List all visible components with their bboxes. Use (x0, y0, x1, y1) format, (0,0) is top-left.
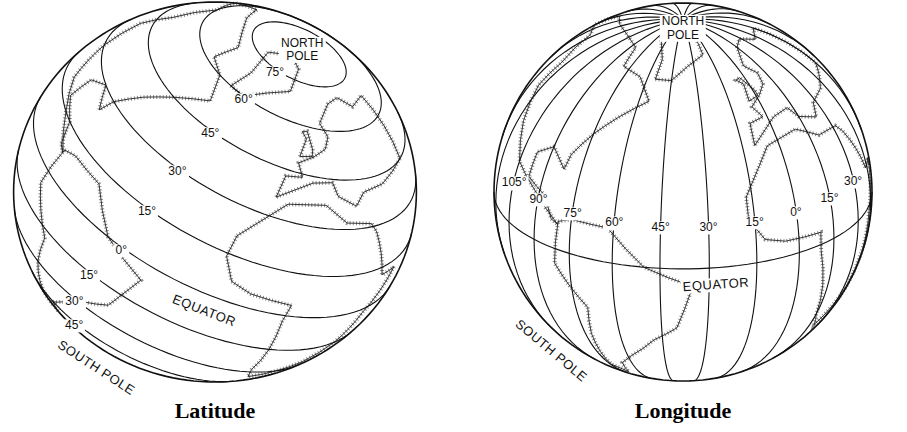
parallel-line (252, 22, 346, 87)
latitude-value: 15° (136, 206, 158, 219)
latitude-value: 75° (264, 66, 286, 79)
pole-label: NORTH POLE (660, 15, 706, 41)
coastline (61, 3, 257, 152)
meridian-line (683, 19, 799, 372)
parallel-line (62, 52, 411, 276)
latitude-value: 60° (233, 93, 255, 106)
coast-stipple (276, 95, 400, 206)
longitude-value: 45° (650, 222, 672, 235)
coastline (227, 204, 394, 376)
longitude-value: 60° (603, 217, 625, 230)
latitude-value: 30° (166, 166, 188, 179)
meridian-line (509, 19, 683, 328)
meridian-line (569, 19, 683, 372)
coastline (276, 95, 400, 206)
coast-stipple (737, 28, 820, 146)
coastline (737, 28, 820, 146)
longitude-value: 0° (788, 206, 803, 219)
parallel-line (17, 151, 351, 351)
meridian-line (494, 192, 872, 269)
equator-label: EQUATOR (680, 276, 751, 295)
meridian-line (502, 19, 683, 137)
pole-label: SOUTH POLE (53, 337, 139, 400)
meridian-line (683, 19, 871, 246)
longitude-value: 15° (744, 216, 766, 229)
meridian-line (683, 19, 709, 380)
latitude-value: 0° (113, 244, 128, 257)
parallel-line (148, 3, 405, 180)
latitude-value: 15° (78, 270, 100, 283)
globe-face (14, 2, 417, 382)
globe-outline (14, 2, 417, 382)
coast-stipple (300, 131, 313, 156)
longitude-value: 105° (500, 177, 529, 190)
coast-stipple (38, 150, 141, 311)
caption: Latitude (173, 399, 258, 423)
pole-label: SOUTH POLE (511, 316, 591, 387)
coast-stipple (227, 204, 394, 376)
caption: Longitude (633, 399, 734, 423)
longitude-value: 75° (562, 207, 584, 220)
meridian-line (660, 19, 683, 380)
coastline (555, 219, 693, 371)
longitude-value: 90° (527, 194, 549, 207)
meridian-line (683, 19, 834, 358)
parallel-line (33, 97, 389, 318)
latitude-globe (14, 2, 417, 382)
latitude-value: 45° (63, 319, 85, 332)
meridian-line (683, 19, 862, 130)
globe-outline (494, 3, 872, 381)
meridian-line (496, 19, 683, 253)
parallel-line (200, 6, 382, 132)
equator-label: EQUATOR (168, 292, 239, 331)
longitude-globe (494, 3, 872, 381)
coastline (38, 150, 141, 311)
longitude-value: 30° (842, 176, 864, 189)
coastline (300, 131, 313, 156)
coast-stipple (555, 219, 693, 371)
latitude-value: 30° (63, 296, 85, 309)
longitude-value: 30° (697, 221, 719, 234)
longitude-value: 15° (818, 193, 840, 206)
pole-label: NORTH POLE (279, 36, 325, 62)
coast-stipple (61, 3, 257, 152)
globe-face (494, 3, 872, 381)
latitude-value: 45° (199, 127, 221, 140)
meridian-line (683, 19, 757, 378)
